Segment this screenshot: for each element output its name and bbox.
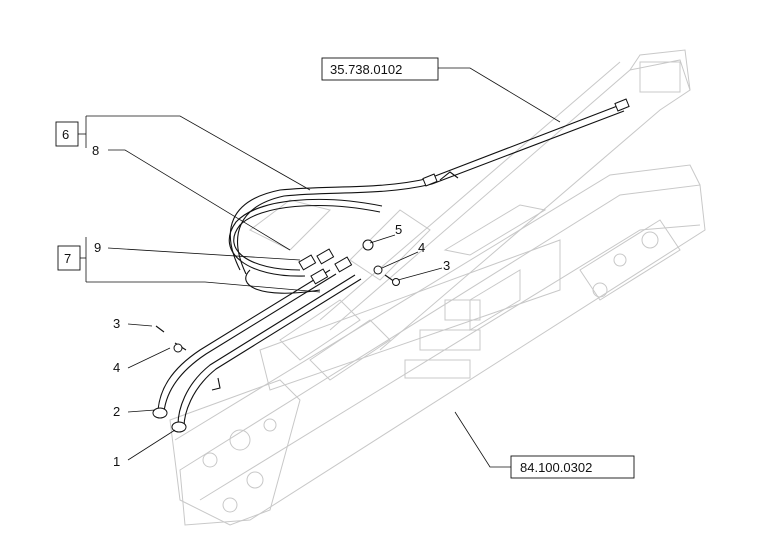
callout-4-right: 4 xyxy=(418,240,425,255)
callout-7: 7 xyxy=(64,251,71,266)
callout-box-7: 7 xyxy=(57,245,86,271)
callout-2: 2 xyxy=(113,404,120,419)
callout-4-left: 4 xyxy=(113,360,120,375)
boom-outline xyxy=(169,49,706,526)
callout-1: 1 xyxy=(113,454,120,469)
callout-6: 6 xyxy=(62,127,69,142)
callout-8: 8 xyxy=(92,143,99,158)
ref-box-top: 35.738.0102 xyxy=(321,57,439,81)
callout-5: 5 xyxy=(395,222,402,237)
ref-label-top: 35.738.0102 xyxy=(330,62,402,77)
ref-box-bottom: 84.100.0302 xyxy=(510,455,635,479)
hydraulic-hoses xyxy=(152,98,630,433)
leader-lines xyxy=(85,67,561,468)
callout-3-right: 3 xyxy=(443,258,450,273)
callout-9: 9 xyxy=(94,240,101,255)
ref-label-bottom: 84.100.0302 xyxy=(520,460,592,475)
callout-box-6: 6 xyxy=(55,121,86,147)
callout-3-left: 3 xyxy=(113,316,120,331)
